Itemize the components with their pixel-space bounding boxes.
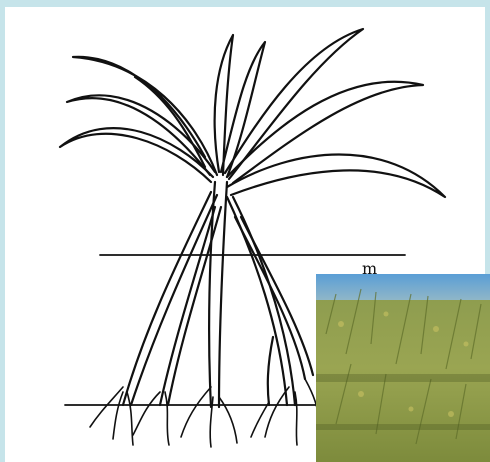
habitat-photo [316, 274, 490, 462]
prop-roots [123, 192, 313, 405]
leaves [60, 29, 445, 197]
